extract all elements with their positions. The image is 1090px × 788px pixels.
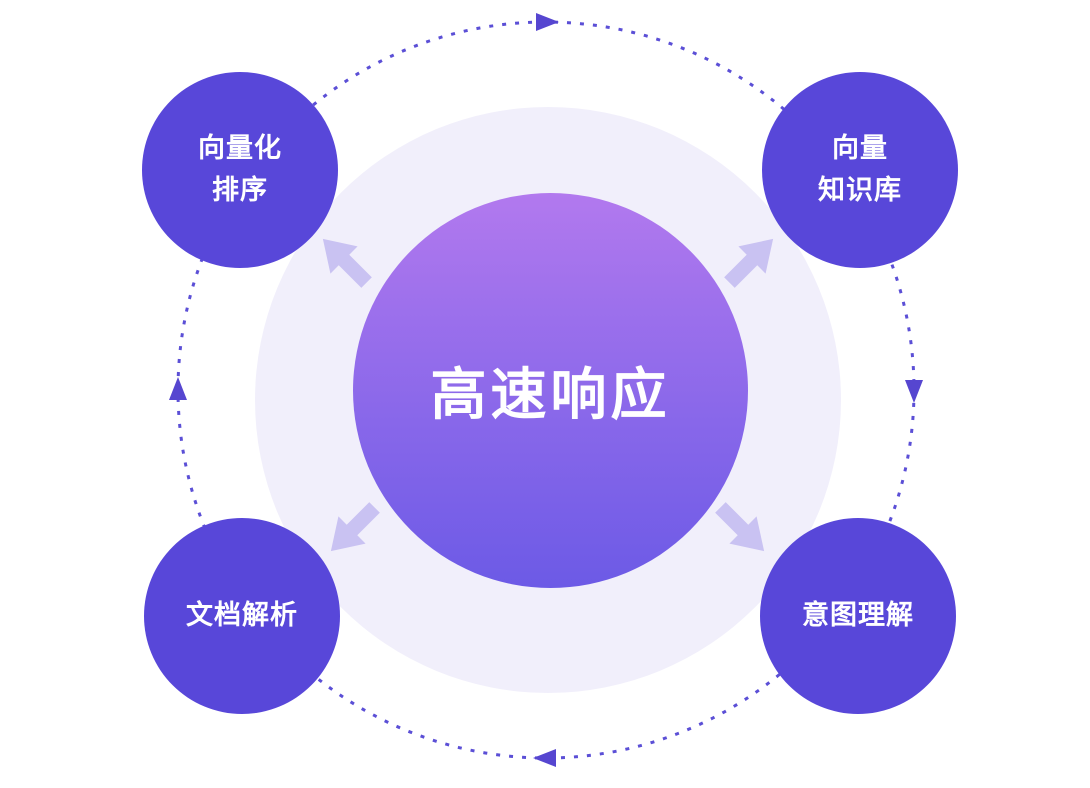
satellite-document-parsing: 文档解析 xyxy=(144,518,340,714)
satellite-label-line: 排序 xyxy=(212,175,268,205)
satellite-label-line: 文档解析 xyxy=(186,600,298,631)
satellite-label-line: 向量 xyxy=(832,133,888,164)
arrow-to-top-right-icon xyxy=(712,220,791,299)
satellite-vector-knowledge-base: 向量 知识库 xyxy=(762,72,958,268)
center-node: 高速响应 xyxy=(353,193,748,588)
satellite-label-line: 向量化 xyxy=(198,133,282,164)
satellite-vectorize-sort: 向量化 排序 xyxy=(142,72,338,268)
arrow-to-bottom-right-icon xyxy=(703,490,782,569)
arrow-to-bottom-left-icon xyxy=(312,490,391,569)
orbit-arrow-top-icon xyxy=(536,13,559,31)
orbit-arrow-left-icon xyxy=(169,377,187,400)
arrow-to-top-left-icon xyxy=(304,220,383,299)
orbit-arrow-bottom-icon xyxy=(533,749,556,767)
center-label: 高速响应 xyxy=(430,363,671,426)
satellite-intent-understanding: 意图理解 xyxy=(760,518,956,714)
satellite-label-line: 意图理解 xyxy=(802,600,914,631)
orbit-arrow-right-icon xyxy=(905,380,923,403)
satellite-label-line: 知识库 xyxy=(818,175,902,205)
